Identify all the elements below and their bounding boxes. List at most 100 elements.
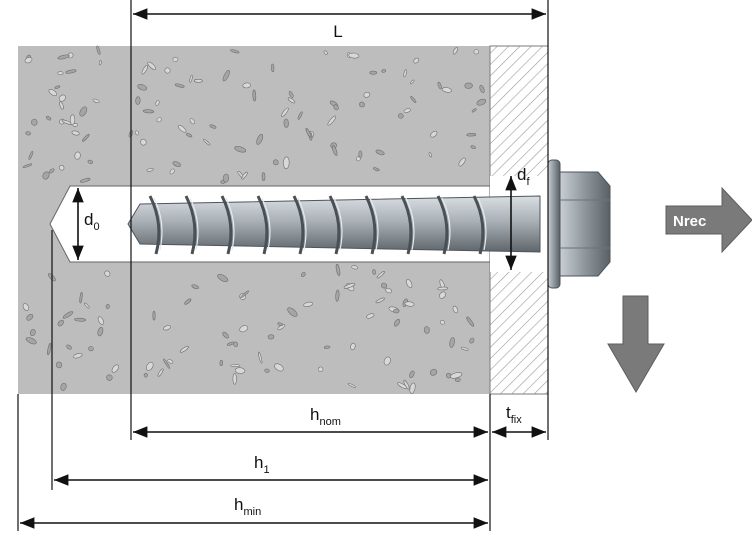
aggregate-stone xyxy=(317,366,324,372)
aggregate-stone xyxy=(163,325,171,331)
aggregate-stone xyxy=(31,118,38,126)
thread-ridge xyxy=(364,195,377,255)
aggregate-stone xyxy=(430,130,438,138)
aggregate-stone xyxy=(24,56,33,64)
thread-highlight xyxy=(477,197,487,251)
screw-anchor xyxy=(127,159,611,289)
aggregate-stone xyxy=(363,91,371,98)
thread-ridge xyxy=(400,195,413,255)
aggregate-stone xyxy=(240,290,249,299)
aggregate-stone xyxy=(57,71,64,76)
aggregate-stone xyxy=(230,49,240,54)
aggregate-stone xyxy=(66,344,72,350)
dimension-L: L xyxy=(130,0,549,440)
aggregate-stone xyxy=(372,167,380,172)
aggregate-stone xyxy=(174,83,185,88)
aggregate-stone xyxy=(242,82,251,89)
aggregate-stone xyxy=(256,133,264,145)
aggregate-stone xyxy=(471,108,477,113)
thread-highlight xyxy=(333,197,343,251)
aggregate-stone xyxy=(369,70,378,75)
thread-highlight xyxy=(225,197,235,251)
aggregate-stone xyxy=(323,50,328,55)
aggregate-stone xyxy=(470,145,476,149)
aggregate-stone xyxy=(409,382,416,394)
aggregate-stone xyxy=(79,292,83,304)
aggregate-stone xyxy=(437,81,442,90)
aggregate-stone xyxy=(172,56,179,62)
aggregate-stone xyxy=(439,320,446,325)
aggregate-stone xyxy=(155,100,160,106)
aggregate-stone xyxy=(60,382,67,391)
aggregate-stone xyxy=(146,361,154,371)
aggregate-stone xyxy=(305,127,312,138)
aggregate-stone xyxy=(167,359,174,364)
thread-ridge xyxy=(148,195,161,255)
dimension-d0: d0 xyxy=(72,188,106,260)
aggregate-stone xyxy=(355,156,361,162)
aggregate-stone xyxy=(234,146,247,153)
aggregate-stone xyxy=(191,284,200,290)
thread-ridge xyxy=(220,195,233,255)
aggregate-stone xyxy=(297,111,303,120)
aggregate-stone xyxy=(62,311,74,319)
aggregate-stone xyxy=(288,91,294,98)
aggregate-stone xyxy=(152,310,156,321)
aggregate-stone xyxy=(184,298,192,305)
aggregate-stone xyxy=(222,70,230,82)
aggregate-stone xyxy=(157,368,164,377)
concrete-aggregate-texture xyxy=(22,45,487,394)
aggregate-stone xyxy=(79,177,91,183)
aggregate-stone xyxy=(58,94,66,102)
thread-ridge xyxy=(256,195,269,255)
label-tfix: tfix xyxy=(506,403,522,426)
thread-highlight xyxy=(297,197,307,251)
thread-ridge xyxy=(472,195,485,255)
aggregate-stone xyxy=(449,372,463,379)
aggregate-stone xyxy=(156,117,162,123)
thread-highlight xyxy=(189,197,199,251)
aggregate-stone xyxy=(366,313,375,319)
aggregate-stone xyxy=(372,269,376,275)
aggregate-stone xyxy=(333,104,339,111)
aggregate-stone xyxy=(87,159,94,164)
aggregate-stone xyxy=(287,97,296,104)
aggregate-stone xyxy=(177,124,187,133)
aggregate-stone xyxy=(104,270,111,277)
aggregate-stone xyxy=(381,69,387,73)
aggregate-stone xyxy=(29,329,36,337)
label-h1: h1 xyxy=(254,453,270,476)
aggregate-stone xyxy=(473,49,479,55)
aggregate-stone xyxy=(272,159,279,166)
aggregate-stone xyxy=(267,334,275,340)
aggregate-stone xyxy=(22,303,30,311)
dimension-h1: h1 xyxy=(54,453,488,486)
aggregate-stone xyxy=(397,382,408,389)
aggregate-stone xyxy=(59,101,64,110)
shear-load-arrow xyxy=(607,295,665,393)
aggregate-stone xyxy=(140,138,147,146)
aggregate-stone xyxy=(376,271,385,279)
aggregate-stone xyxy=(410,79,415,85)
nrec-tension-arrow: Nrec xyxy=(665,186,752,254)
aggregate-stone xyxy=(271,63,275,73)
aggregate-stone xyxy=(455,377,461,383)
aggregate-stone xyxy=(147,61,156,70)
aggregate-stone xyxy=(92,98,100,104)
aggregate-stone xyxy=(466,132,477,137)
aggregate-stone xyxy=(142,109,155,114)
aggregate-stone xyxy=(88,346,94,352)
aggregate-stone xyxy=(469,337,475,344)
aggregate-stone xyxy=(48,168,55,174)
aggregate-stone xyxy=(406,279,413,288)
thread-highlight xyxy=(405,197,415,251)
aggregate-stone xyxy=(220,180,225,184)
aggregate-stone xyxy=(230,364,241,368)
thread-ridge xyxy=(292,195,305,255)
aggregate-stone xyxy=(46,116,52,121)
aggregate-stone xyxy=(169,168,175,175)
aggregate-stone xyxy=(25,131,31,136)
aggregate-stone xyxy=(219,360,224,366)
aggregate-stone xyxy=(73,353,83,359)
label-nrec: Nrec xyxy=(673,213,706,230)
